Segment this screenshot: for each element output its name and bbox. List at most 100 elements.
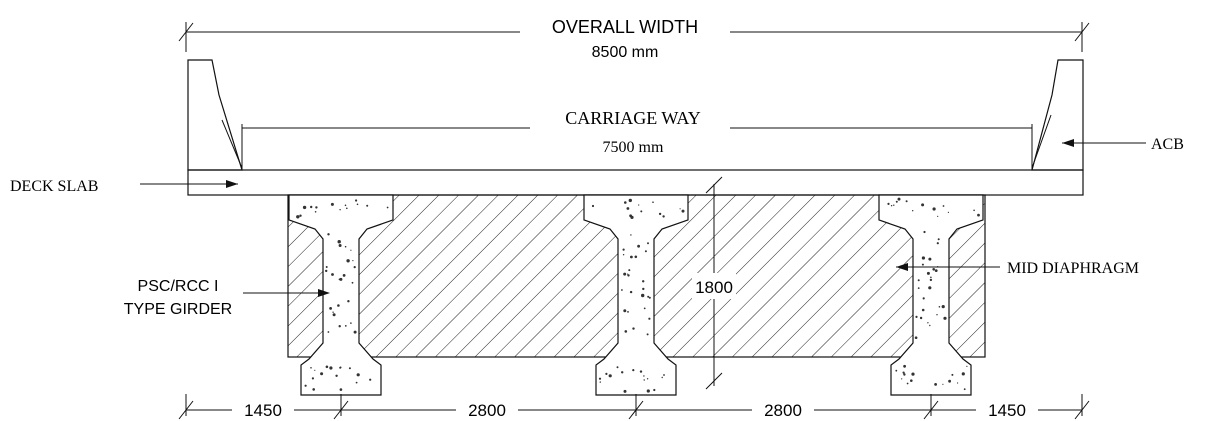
girder-label-line2: TYPE GIRDER	[124, 301, 232, 318]
speckle-dot	[355, 199, 358, 202]
speckle-dot	[327, 233, 330, 236]
speckle-dot	[905, 200, 908, 203]
speckle-dot	[629, 290, 633, 294]
speckle-dot	[623, 272, 627, 276]
speckle-dot	[943, 316, 947, 320]
depth-tick-bottom	[705, 372, 723, 390]
speckle-dot	[314, 369, 316, 371]
speckle-dot	[634, 255, 638, 259]
speckle-dot	[342, 274, 346, 277]
speckle-dot	[646, 333, 649, 336]
spacing-1: 1450	[244, 401, 282, 420]
speckle-dot	[622, 248, 625, 251]
overall-width-value: 8500 mm	[592, 44, 659, 61]
speckle-dot	[632, 327, 635, 330]
speckle-dot	[921, 203, 925, 207]
speckle-dot	[937, 238, 940, 241]
speckle-dot	[331, 273, 334, 276]
speckle-dot	[895, 369, 898, 372]
speckle-dot	[973, 209, 975, 212]
speckle-dot	[938, 306, 941, 308]
speckle-dot	[977, 213, 980, 217]
speckle-dot	[910, 379, 913, 383]
crash-barrier-right-inner	[1031, 114, 1052, 169]
speckle-dot	[366, 204, 369, 207]
speckle-dot	[637, 244, 640, 248]
speckle-dot	[893, 204, 895, 206]
speckle-dot	[646, 378, 649, 380]
speckle-dot	[643, 307, 646, 310]
speckle-dot	[903, 373, 906, 376]
crash-barrier-right	[1031, 59, 1084, 171]
speckle-dot	[936, 314, 938, 316]
speckle-dot	[919, 316, 923, 320]
speckle-dot	[929, 278, 933, 282]
speckle-dot	[325, 269, 328, 273]
speckle-dot	[626, 207, 630, 210]
deck-slab-arrow	[226, 180, 238, 188]
speckle-dot	[353, 266, 356, 269]
speckle-dot	[628, 269, 631, 272]
speckle-dot	[314, 211, 317, 213]
speckle-dot	[901, 378, 903, 380]
speckle-dot	[623, 389, 627, 393]
speckle-dot	[329, 366, 333, 370]
speckle-dot	[628, 198, 632, 203]
speckle-dot	[642, 287, 645, 291]
speckle-dot	[928, 257, 932, 261]
speckle-dot	[887, 202, 890, 205]
speckle-dot	[648, 317, 651, 320]
speckle-dot	[622, 254, 625, 256]
speckle-dot	[638, 204, 640, 206]
speckle-dot	[912, 210, 914, 212]
speckle-dot	[934, 269, 938, 272]
speckle-dot	[897, 197, 901, 201]
speckle-dot	[895, 200, 898, 203]
speckle-dot	[346, 207, 348, 210]
speckle-dot	[296, 215, 300, 219]
speckle-dot	[621, 371, 624, 374]
speckle-dot	[630, 234, 632, 236]
speckle-dot	[302, 205, 307, 210]
speckle-dot	[915, 315, 918, 318]
speckle-dot	[890, 205, 893, 207]
speckle-dot	[648, 296, 651, 299]
speckle-dot	[344, 245, 347, 248]
speckle-dot	[682, 210, 684, 213]
depth-value: 1800	[695, 278, 733, 297]
speckle-dot	[353, 330, 357, 334]
acb-arrow	[1062, 139, 1074, 147]
crash-barrier-left	[187, 59, 243, 171]
spacing-dimensions: 1450 2800 2800 1450	[178, 394, 1090, 420]
speckle-dot	[325, 365, 329, 369]
girder-arrow	[318, 289, 330, 297]
overall-width-tick-right	[1074, 22, 1090, 42]
speckle-dot	[641, 293, 645, 298]
depth-tick-top	[705, 176, 723, 194]
speckle-dot	[339, 366, 342, 369]
speckle-dot	[917, 287, 920, 289]
speckle-dot	[643, 375, 645, 377]
speckle-dot	[608, 374, 612, 378]
deck-slab	[187, 169, 1084, 196]
speckle-dot	[961, 372, 965, 376]
spacing-tick-1	[178, 400, 194, 420]
speckle-dot	[623, 309, 627, 313]
deck-slab-label: DECK SLAB	[10, 178, 98, 195]
speckle-dot	[320, 372, 324, 376]
speckle-dot	[621, 289, 623, 291]
speckle-dot	[928, 286, 932, 290]
speckle-dot	[941, 305, 945, 309]
speckle-dot	[327, 331, 330, 333]
speckle-dot	[386, 206, 389, 209]
speckle-dot	[338, 244, 342, 247]
carriage-way-label: CARRIAGE WAY	[565, 108, 701, 128]
speckle-dot	[348, 367, 351, 370]
speckle-dot	[921, 308, 925, 312]
spacing-tick-2	[333, 400, 349, 420]
speckle-dot	[304, 384, 307, 387]
speckle-dot	[923, 230, 926, 234]
speckle-dot	[929, 324, 931, 327]
